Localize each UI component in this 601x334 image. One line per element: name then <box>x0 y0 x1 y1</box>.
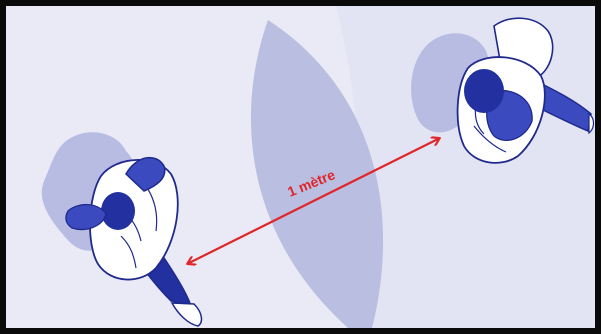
right-person-head <box>464 69 504 113</box>
left-person-head <box>101 192 135 230</box>
social-distancing-scene: 1 mètre <box>6 6 595 328</box>
